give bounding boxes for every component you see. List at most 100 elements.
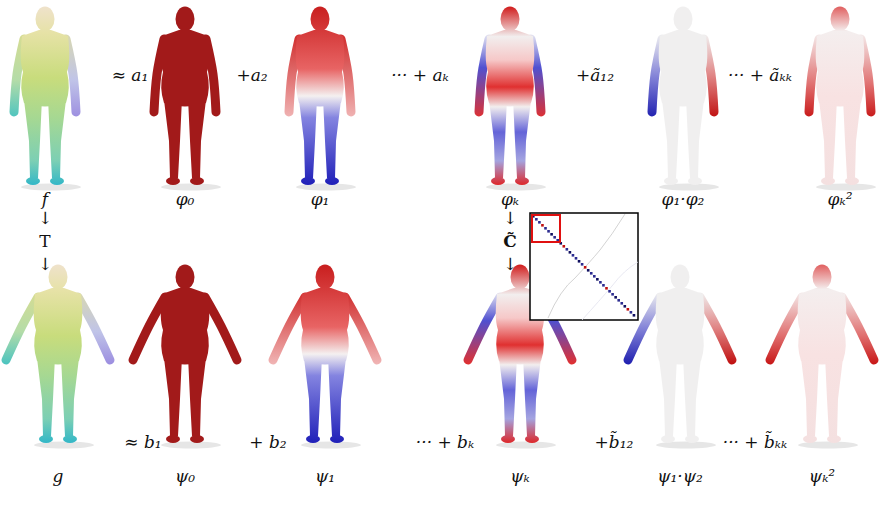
torso [21,30,70,107]
head [36,7,55,32]
leg [843,98,861,178]
matrix-entry [541,224,544,227]
leg [24,98,42,178]
arrow-glyph: ↓ [38,255,52,274]
matrix-entry [566,248,569,251]
human-figure [770,265,874,449]
matrix-entry [617,299,620,302]
arm [78,297,110,360]
coefficient-term: ≈ a₁ [112,66,149,85]
arrow-glyph: ↓ [503,255,517,274]
coefficient-term: + b₂ [249,433,286,452]
matrix-entry [569,251,572,254]
torso [486,30,535,107]
head [176,265,195,290]
matrix-entry [578,260,581,263]
coefficient-term: +b̃₁₂ [595,433,634,452]
matrix-entry [596,278,599,281]
coefficient-term: ··· + bₖ [416,433,474,452]
foot [685,435,699,443]
map-symbol: T [39,232,50,251]
function-label: ψ₁·ψ₂ [657,467,703,486]
matrix-entry [581,263,584,266]
leg [499,356,517,436]
head [176,7,195,32]
faint-curve [582,262,638,320]
leg [188,98,206,178]
function-label: φₖ² [828,190,853,209]
foot [190,435,204,443]
coefficient-term: ··· + aₖ [391,66,449,85]
foot [661,435,675,443]
foot [50,177,64,185]
head [831,7,850,32]
foot [827,435,841,443]
human-figure [809,7,876,191]
function-label: f [42,190,48,209]
matrix-entry [575,257,578,260]
foot [301,177,315,185]
function-label: φ₁ [311,190,330,209]
matrix-entry [608,290,611,293]
leg [61,356,79,436]
foot [803,435,817,443]
function-label: φₖ [501,190,519,209]
map-symbol: C̃ [503,232,517,251]
head [674,7,693,32]
matrix-entry [553,236,556,239]
foot [515,177,529,185]
human-figure [14,7,81,191]
foot [821,177,835,185]
human-figure [652,7,719,191]
leg [304,356,322,436]
leg [328,356,346,436]
torso [659,30,708,107]
human-figure [628,265,732,449]
leg [48,98,66,178]
matrix-entry [627,308,630,311]
foot [325,177,339,185]
arm [6,297,38,360]
torso [301,288,350,365]
leg [801,356,819,436]
highlight-square [532,215,560,242]
matrix-entry [602,284,605,287]
foot [63,435,77,443]
arm [345,297,377,360]
foot [845,177,859,185]
matrix-entry [624,305,627,308]
matrix-entry [590,272,593,275]
matrix-entry [538,221,541,224]
function-label: ψ₀ [175,467,195,486]
torso [798,288,847,365]
arm [273,297,305,360]
arrow-glyph: ↓ [503,209,517,228]
matrix-entry [630,311,633,314]
matrix-entry [633,314,636,317]
matrix-entry [572,254,575,257]
foot [688,177,702,185]
foot [190,177,204,185]
arm [133,297,165,360]
torso [816,30,865,107]
coefficient-term: ··· + ãₖₖ [728,66,792,85]
foot [525,435,539,443]
leg [659,356,677,436]
leg [164,98,182,178]
torso [34,288,83,365]
coefficient-term: ≈ b₁ [124,433,161,452]
human-figure [289,7,356,191]
foot [306,435,320,443]
leg [164,356,182,436]
arrow-glyph: ↓ [38,209,52,228]
leg [819,98,837,178]
matrix-entry [587,269,590,272]
matrix-entry [550,233,553,236]
leg [523,356,541,436]
matrix-entry [599,281,602,284]
function-label: ψ₁ [315,467,335,486]
arm [468,297,500,360]
head [316,265,335,290]
function-label: φ₁·φ₂ [662,190,705,209]
